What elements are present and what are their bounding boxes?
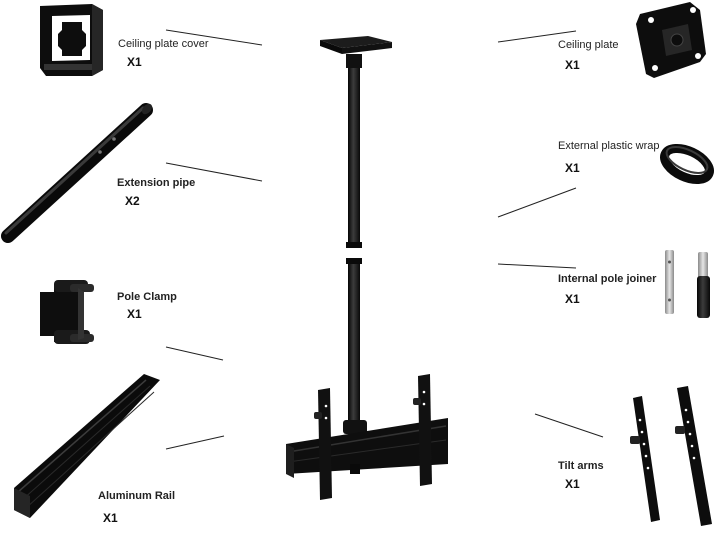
leader-line-extension-pipe (165, 162, 263, 182)
ceiling-plate-cover-label: Ceiling plate cover (118, 38, 209, 50)
extension-pipe-qty: X2 (125, 194, 140, 208)
extension-pipe-label: Extension pipe (117, 177, 196, 189)
pole-clamp-qty: X1 (127, 307, 142, 321)
leader-line-ceiling-plate-cover (165, 29, 263, 46)
ceiling-plate-cover-image (40, 4, 103, 76)
internal-pole-joiner-label: Internal pole joiner (558, 273, 657, 285)
assembled-mount-image (286, 36, 448, 500)
aluminum-rail-qty: X1 (103, 511, 118, 525)
aluminum-rail-image (14, 374, 160, 518)
aluminum-rail-label: Aluminum Rail (98, 490, 176, 502)
external-plastic-wrap-label: External plastic wrap (558, 140, 660, 152)
ceiling-plate-qty: X1 (565, 58, 580, 72)
pole-clamp-image (40, 280, 94, 344)
ceiling-plate-label: Ceiling plate (558, 39, 619, 51)
leader-line-pole-clamp (165, 346, 224, 361)
tilt-arms-image (630, 386, 712, 526)
internal-pole-joiner-image (665, 250, 710, 318)
leader-line-ceiling-plate (497, 30, 577, 43)
leader-line-internal-pole-joiner (497, 263, 577, 269)
pole-clamp-label: Pole Clamp (117, 291, 177, 303)
ceiling-plate-cover-qty: X1 (127, 55, 142, 69)
tilt-arms-label: Tilt arms (558, 460, 604, 472)
leader-line-aluminum-rail (165, 435, 225, 450)
external-plastic-wrap-image (660, 143, 714, 185)
leader-lines (165, 29, 604, 450)
tilt-arms-qty: X1 (565, 477, 580, 491)
extension-pipe-image (1, 103, 153, 243)
leader-line-external-plastic-wrap (497, 187, 577, 218)
leader-line-tilt-arms (534, 413, 604, 438)
internal-pole-joiner-qty: X1 (565, 292, 580, 306)
external-plastic-wrap-qty: X1 (565, 161, 580, 175)
ceiling-plate-image (636, 2, 706, 78)
